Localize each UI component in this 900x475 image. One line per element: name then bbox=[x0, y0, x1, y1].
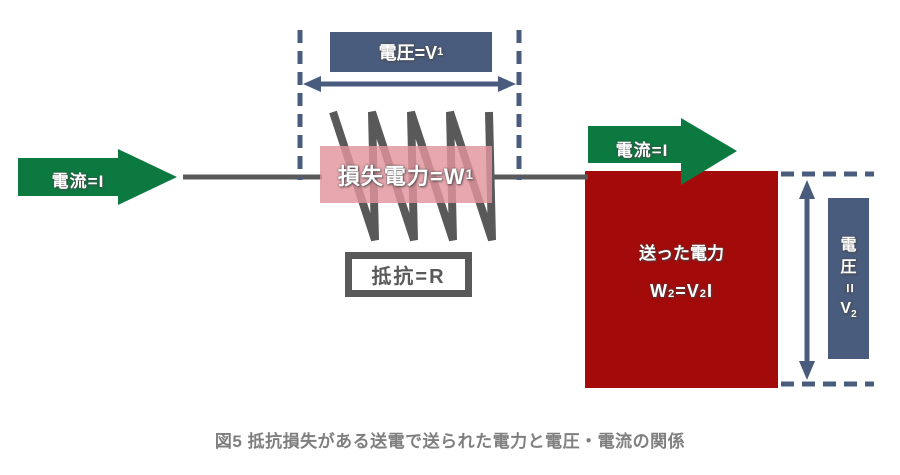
resistance-box: 抵抗=R bbox=[345, 252, 472, 297]
figure-caption: 図5 抵抗損失がある送電で送られた電力と電圧・電流の関係 bbox=[214, 432, 686, 451]
current-arrow-right-icon bbox=[588, 118, 737, 185]
v1-arrowhead-left-icon bbox=[303, 76, 321, 92]
sent-power-formula: W2=V2I bbox=[650, 281, 713, 301]
v2-arrowhead-top-icon bbox=[799, 180, 815, 199]
current-arrow-left-icon bbox=[18, 149, 177, 205]
sent-power-box: 送った電力 W2=V2I bbox=[585, 171, 778, 388]
v1-arrowhead-right-icon bbox=[498, 76, 516, 92]
voltage-v2-label: 電 圧 = V2 bbox=[828, 198, 869, 359]
sent-power-title: 送った電力 bbox=[639, 244, 724, 263]
current-left-label: 電流=I bbox=[51, 172, 105, 191]
v2-arrowhead-bottom-icon bbox=[799, 361, 815, 380]
current-right-label: 電流=I bbox=[615, 141, 669, 160]
